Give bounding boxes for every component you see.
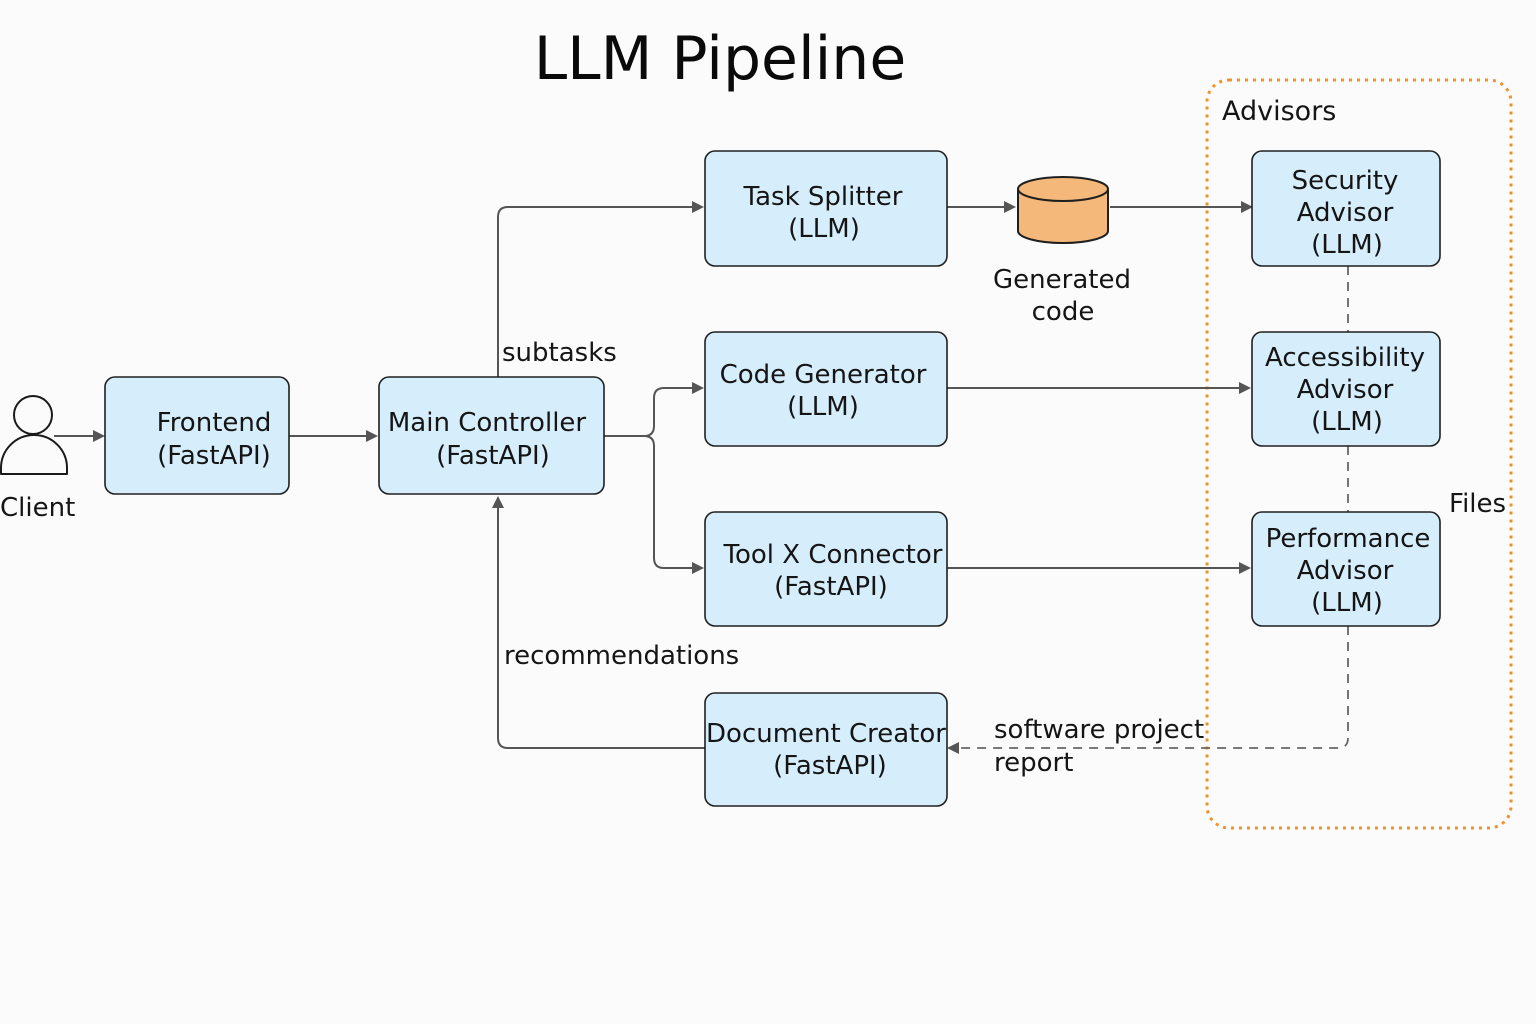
database-label-line2: code [1032, 297, 1095, 327]
svg-text:(LLM): (LLM) [1311, 230, 1383, 260]
svg-text:(FastAPI): (FastAPI) [436, 441, 550, 471]
svg-text:Tool X Connector: Tool X Connector [723, 540, 943, 570]
edge-label-files: Files [1449, 489, 1506, 519]
svg-text:Main Controller: Main Controller [388, 408, 587, 438]
task-splitter-node: Task Splitter (LLM) [704, 150, 948, 267]
edge-label-report-line2: report [994, 748, 1073, 778]
client-icon [0, 395, 68, 475]
main-controller-node: Main Controller (FastAPI) [378, 376, 605, 495]
svg-text:Advisor: Advisor [1297, 556, 1394, 586]
svg-text:(LLM): (LLM) [788, 214, 860, 244]
security-advisor-node: Security Advisor (LLM) [1251, 150, 1441, 267]
svg-text:Accessibility: Accessibility [1265, 343, 1425, 373]
edge-performance-documentcreator [947, 626, 1349, 754]
performance-advisor-node: Performance Advisor (LLM) [1251, 511, 1441, 627]
svg-text:Performance: Performance [1266, 524, 1431, 554]
edge-controller-toolconnector [643, 435, 704, 574]
svg-text:(LLM): (LLM) [1311, 588, 1383, 618]
client-label: Client [0, 493, 75, 523]
generated-code-database-icon [1017, 176, 1109, 244]
svg-text:Security: Security [1292, 166, 1399, 196]
svg-text:Advisor: Advisor [1297, 198, 1394, 228]
edge-controller-codegenerator [604, 382, 704, 437]
svg-text:Frontend: Frontend [157, 408, 272, 438]
tool-x-connector-node: Tool X Connector (FastAPI) [704, 511, 948, 627]
edge-label-subtasks: subtasks [502, 338, 617, 368]
advisors-group-label: Advisors [1222, 96, 1336, 127]
edge-controller-tasksplitter [497, 201, 704, 377]
page-title: LLM Pipeline [534, 24, 907, 94]
svg-text:(FastAPI): (FastAPI) [773, 751, 887, 781]
advisors-group-box [1205, 78, 1513, 830]
edge-documentcreator-controller [492, 496, 705, 749]
svg-text:(LLM): (LLM) [787, 392, 859, 422]
svg-text:(FastAPI): (FastAPI) [157, 441, 271, 471]
svg-text:Task Splitter: Task Splitter [743, 182, 903, 212]
svg-text:(LLM): (LLM) [1311, 407, 1383, 437]
svg-text:Document Creator: Document Creator [706, 719, 946, 749]
svg-text:(FastAPI): (FastAPI) [774, 572, 888, 602]
svg-text:Advisor: Advisor [1297, 375, 1394, 405]
document-creator-node: Document Creator (FastAPI) [704, 692, 948, 807]
edge-label-recommendations: recommendations [504, 641, 739, 671]
code-generator-node: Code Generator (LLM) [704, 331, 948, 447]
edge-label-report: software project [994, 715, 1204, 745]
database-label: Generated [993, 265, 1131, 295]
svg-text:Code Generator: Code Generator [720, 360, 927, 390]
accessibility-advisor-node: Accessibility Advisor (LLM) [1251, 331, 1441, 447]
frontend-node: Frontend (FastAPI) [104, 376, 290, 495]
